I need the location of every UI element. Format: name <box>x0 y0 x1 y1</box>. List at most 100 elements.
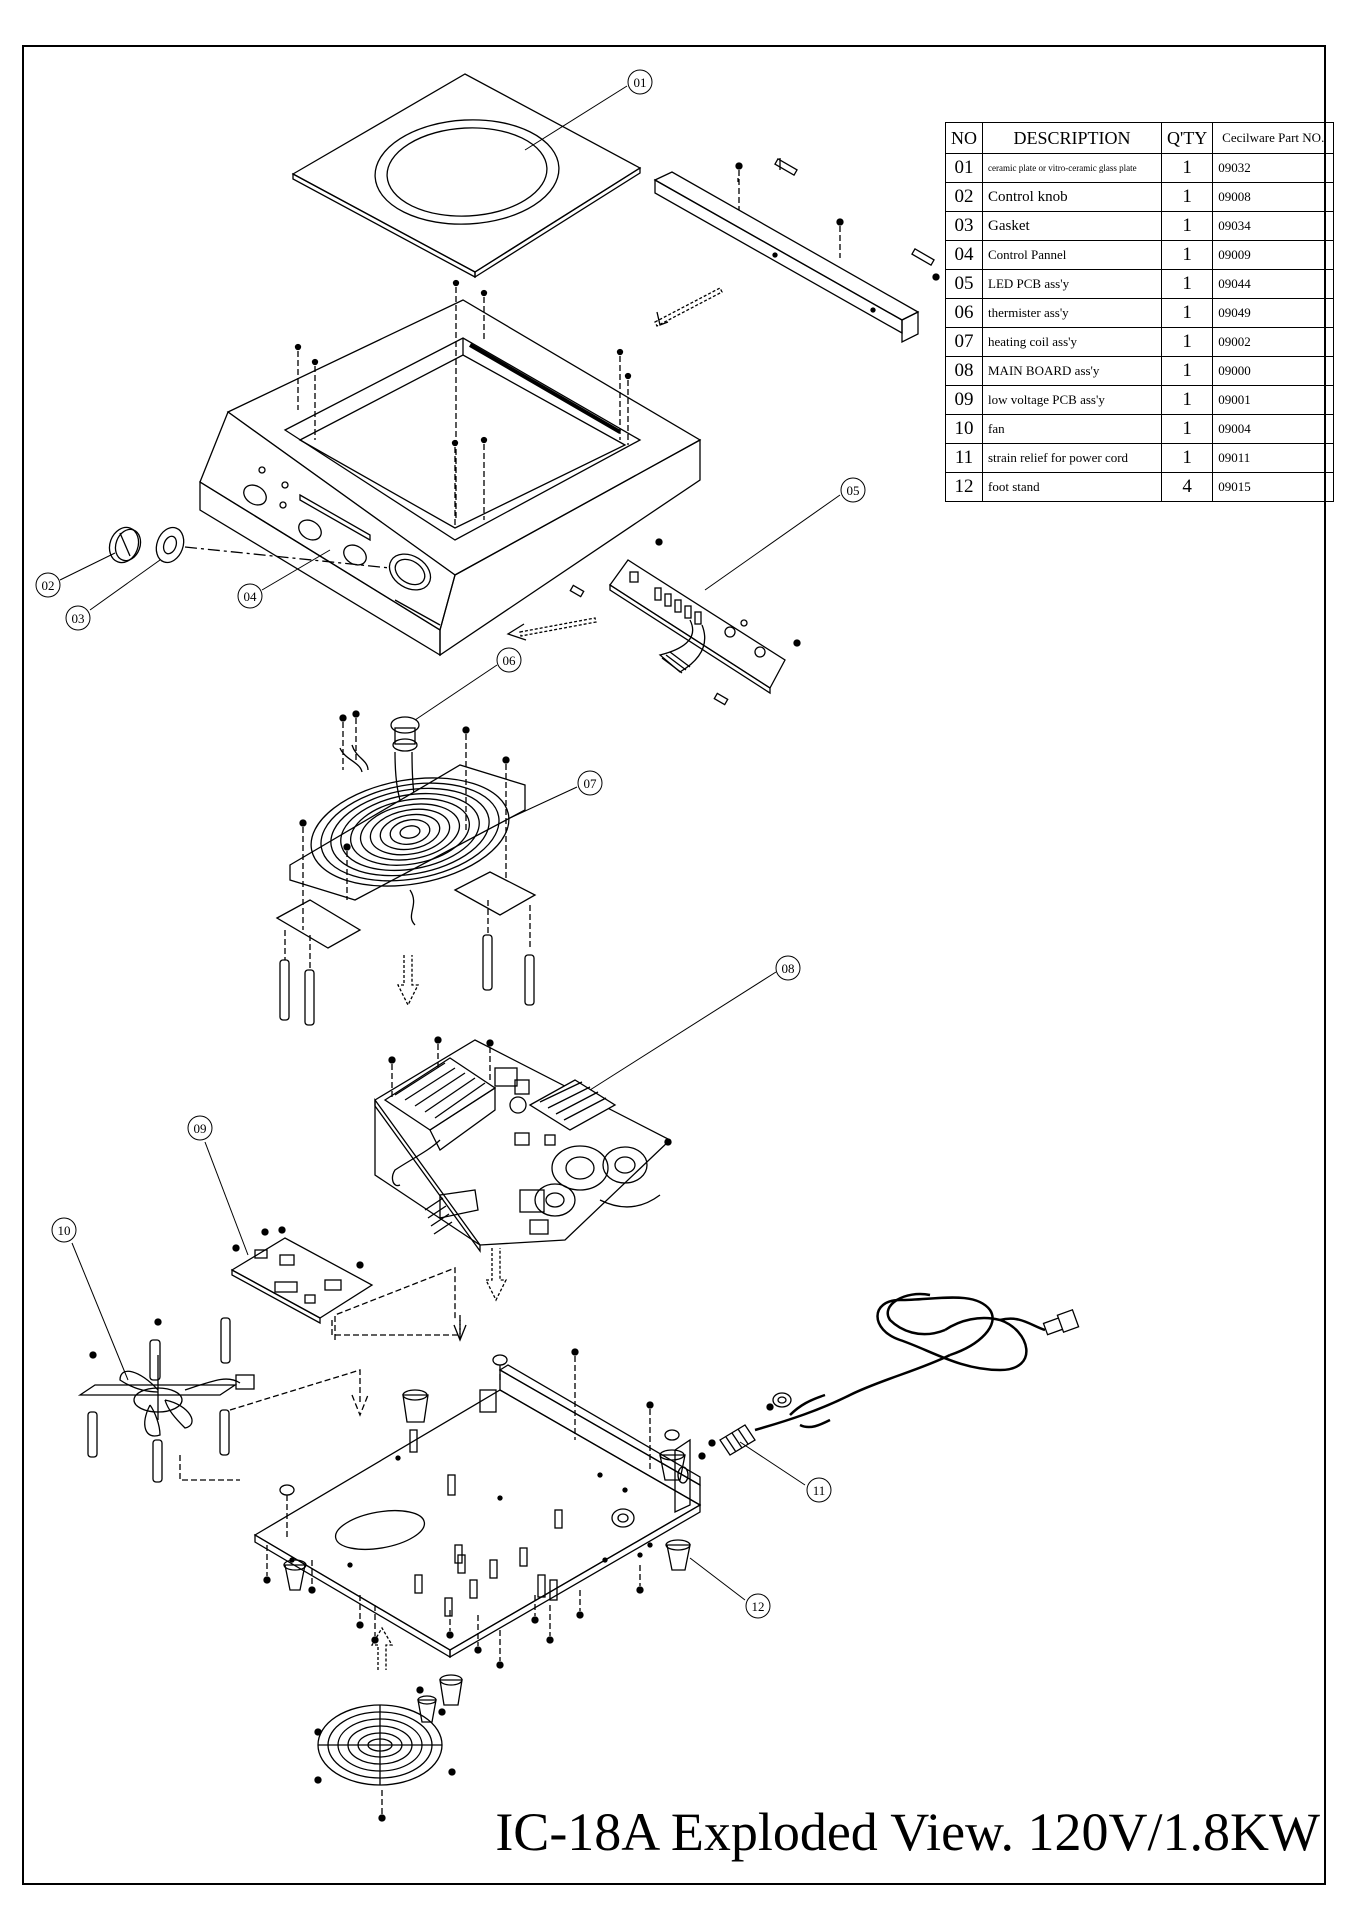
row-description: strain relief for power cord <box>982 443 1162 473</box>
row-qty: 1 <box>1160 182 1214 212</box>
assembly-arrow <box>484 1248 508 1302</box>
callout-06: 06 <box>503 653 517 668</box>
row-no: 02 <box>945 182 983 212</box>
table-row: 12 foot stand 4 09015 <box>945 472 1335 502</box>
parts-table-header: NO DESCRIPTION Q'TY Cecilware Part NO. <box>945 122 1335 154</box>
header-part-no: Cecilware Part NO. <box>1212 122 1335 154</box>
row-no: 04 <box>945 240 983 270</box>
low-voltage-pcb <box>230 1226 467 1342</box>
row-part-no: 09000 <box>1212 356 1335 386</box>
row-no: 12 <box>945 472 983 502</box>
callout-02: 02 <box>42 578 55 593</box>
row-description: fan <box>982 414 1162 444</box>
row-part-no: 09049 <box>1212 298 1335 328</box>
table-row: 08 MAIN BOARD ass'y 1 09000 <box>945 356 1335 386</box>
row-qty: 1 <box>1160 269 1214 299</box>
row-part-no: 09034 <box>1212 211 1335 241</box>
callout-12: 12 <box>752 1599 765 1614</box>
row-qty: 1 <box>1160 153 1214 183</box>
row-qty: 1 <box>1160 385 1214 415</box>
row-description: LED PCB ass'y <box>982 269 1162 299</box>
table-row: 04 Control Pannel 1 09009 <box>945 240 1335 270</box>
row-qty: 1 <box>1160 414 1214 444</box>
row-qty: 1 <box>1160 327 1214 357</box>
header-no: NO <box>945 122 983 154</box>
row-qty: 1 <box>1160 298 1214 328</box>
row-no: 07 <box>945 327 983 357</box>
row-description: thermister ass'y <box>982 298 1162 328</box>
row-description: MAIN BOARD ass'y <box>982 356 1162 386</box>
row-qty: 1 <box>1160 240 1214 270</box>
fan <box>77 1317 255 1483</box>
row-qty: 1 <box>1160 211 1214 241</box>
row-no: 06 <box>945 298 983 328</box>
callout-09: 09 <box>194 1121 207 1136</box>
table-row: 11 strain relief for power cord 1 09011 <box>945 443 1335 473</box>
table-row: 01 ceramic plate or vitro-ceramic glass … <box>945 153 1335 183</box>
row-no: 11 <box>945 443 983 473</box>
table-row: 10 fan 1 09004 <box>945 414 1335 444</box>
led-pcb <box>569 538 801 706</box>
callout-01: 01 <box>634 75 647 90</box>
row-part-no: 09001 <box>1212 385 1335 415</box>
gasket <box>155 526 185 564</box>
row-qty: 1 <box>1160 356 1214 386</box>
row-description: Control Pannel <box>982 240 1162 270</box>
callout-03: 03 <box>72 611 85 626</box>
row-part-no: 09032 <box>1212 153 1335 183</box>
power-cord <box>754 1292 1080 1432</box>
assembly-arrow <box>370 1626 394 1670</box>
drawing-frame <box>22 45 1326 1885</box>
row-description: Control knob <box>982 182 1162 212</box>
row-description: low voltage PCB ass'y <box>982 385 1162 415</box>
table-row: 05 LED PCB ass'y 1 09044 <box>945 269 1335 299</box>
control-knob <box>108 526 142 564</box>
parts-table: NO DESCRIPTION Q'TY Cecilware Part NO. 0… <box>945 122 1335 502</box>
row-qty: 4 <box>1160 472 1214 502</box>
table-row: 09 low voltage PCB ass'y 1 09001 <box>945 385 1335 415</box>
row-no: 09 <box>945 385 983 415</box>
base-plate <box>253 1348 716 1706</box>
row-no: 08 <box>945 356 983 386</box>
main-board <box>374 1036 672 1254</box>
row-description: foot stand <box>982 472 1162 502</box>
row-no: 10 <box>945 414 983 444</box>
table-row: 06 thermister ass'y 1 09049 <box>945 298 1335 328</box>
row-description: heating coil ass'y <box>982 327 1162 357</box>
housing-body <box>199 279 702 657</box>
assembly-arrow <box>506 617 597 641</box>
row-no: 05 <box>945 269 983 299</box>
callout-markers <box>35 69 866 1619</box>
callout-10: 10 <box>58 1223 71 1238</box>
header-qty: Q'TY <box>1160 122 1214 154</box>
row-part-no: 09009 <box>1212 240 1335 270</box>
knob-axis <box>184 546 391 569</box>
callout-11: 11 <box>813 1483 826 1498</box>
header-description: DESCRIPTION <box>982 122 1162 154</box>
fan-guard <box>314 1686 456 1822</box>
row-description: ceramic plate or vitro-ceramic glass pla… <box>982 153 1162 183</box>
assembly-arrow <box>654 287 723 327</box>
callout-08: 08 <box>782 961 795 976</box>
assembly-arrow <box>396 955 420 1007</box>
row-part-no: 09011 <box>1212 443 1335 473</box>
row-part-no: 09015 <box>1212 472 1335 502</box>
row-description: Gasket <box>982 211 1162 241</box>
strain-relief <box>698 1392 792 1460</box>
callout-07: 07 <box>584 776 598 791</box>
row-part-no: 09002 <box>1212 327 1335 357</box>
callout-05: 05 <box>847 483 860 498</box>
side-bracket <box>653 158 940 344</box>
row-no: 01 <box>945 153 983 183</box>
assembly-path <box>179 1267 456 1481</box>
row-part-no: 09004 <box>1212 414 1335 444</box>
callout-labels: 01 02 03 04 05 06 07 08 09 10 11 12 <box>42 75 860 1614</box>
row-qty: 1 <box>1160 443 1214 473</box>
callout-04: 04 <box>244 589 258 604</box>
heating-coil <box>275 710 537 1026</box>
row-no: 03 <box>945 211 983 241</box>
table-row: 03 Gasket 1 09034 <box>945 211 1335 241</box>
drawing-title: IC-18A Exploded View. 120V/1.8KW <box>495 1802 1320 1862</box>
row-part-no: 09044 <box>1212 269 1335 299</box>
